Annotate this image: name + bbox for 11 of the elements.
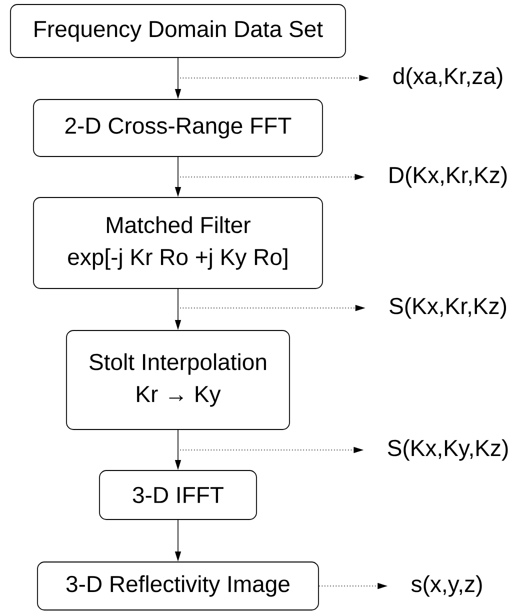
process-box: Matched Filter exp[-j Kr Ro +j Ky Ro] (33, 197, 323, 289)
process-box: Stolt Interpolation Kr → Ky (66, 330, 290, 430)
process-box: Frequency Domain Data Set (10, 4, 346, 58)
signal-label: S(Kx,Kr,Kz) (390, 297, 506, 319)
signal-label: d(xa,Kr,za) (393, 67, 502, 89)
signal-label: S(Kx,Ky,Kz) (388, 439, 508, 461)
process-box: 3-D IFFT (99, 470, 257, 520)
signal-label: D(Kx,Kr,Kz) (390, 166, 507, 188)
process-box: 3-D Reflectivity Image (37, 562, 319, 610)
signal-label: s(x,y,z) (411, 575, 482, 597)
process-box: 2-D Cross-Range FFT (33, 99, 323, 157)
